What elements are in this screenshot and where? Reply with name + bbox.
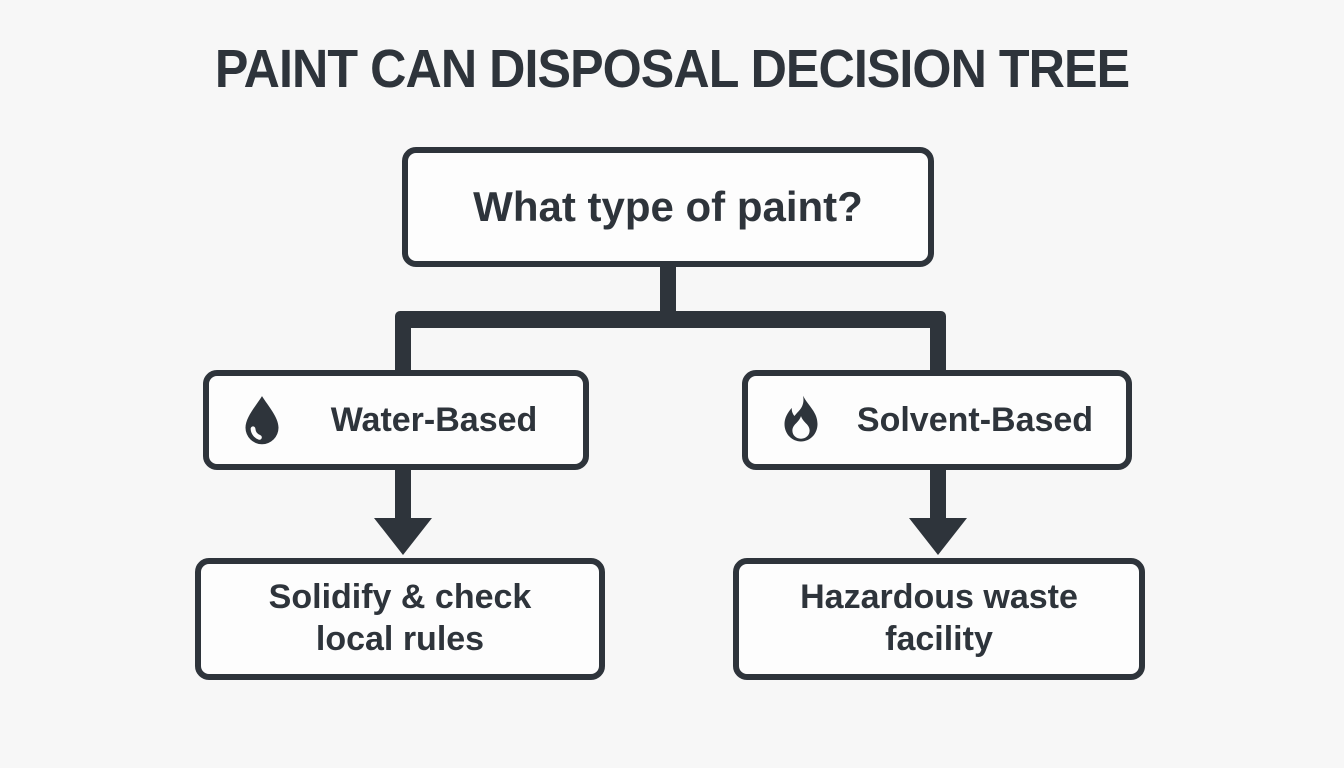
arrow-solvent-head xyxy=(909,518,967,555)
outcome-water-line-1: Solidify & check xyxy=(268,578,532,617)
branch-box-solvent-based: Solvent-Based xyxy=(742,370,1132,470)
branch-label-water-based: Water-Based xyxy=(330,400,538,439)
page-title: PAINT CAN DISPOSAL DECISION TREE xyxy=(214,39,1130,99)
connector-drop-solvent xyxy=(930,316,946,372)
arrow-water-head xyxy=(374,518,432,555)
outcome-box-water-based: Solidify & check local rules xyxy=(195,558,605,680)
outcome-water-line-2: local rules xyxy=(315,620,485,658)
arrow-solvent-shaft xyxy=(930,466,946,520)
connector-drop-water xyxy=(395,316,411,372)
outcome-solvent-line-1: Hazardous waste xyxy=(800,578,1078,617)
root-question-box: What type of paint? xyxy=(402,147,934,267)
branch-box-water-based: Water-Based xyxy=(203,370,589,470)
outcome-solvent-line-2: facility xyxy=(885,620,993,658)
connector-root-stub xyxy=(660,263,676,319)
water-drop-icon xyxy=(239,392,285,448)
root-question-label: What type of paint? xyxy=(473,183,863,230)
arrow-water-shaft xyxy=(395,466,411,520)
branch-label-solvent-based: Solvent-Based xyxy=(856,400,1094,439)
flame-icon xyxy=(778,392,824,448)
outcome-box-solvent-based: Hazardous waste facility xyxy=(733,558,1145,680)
connector-branch-bar xyxy=(395,311,946,328)
